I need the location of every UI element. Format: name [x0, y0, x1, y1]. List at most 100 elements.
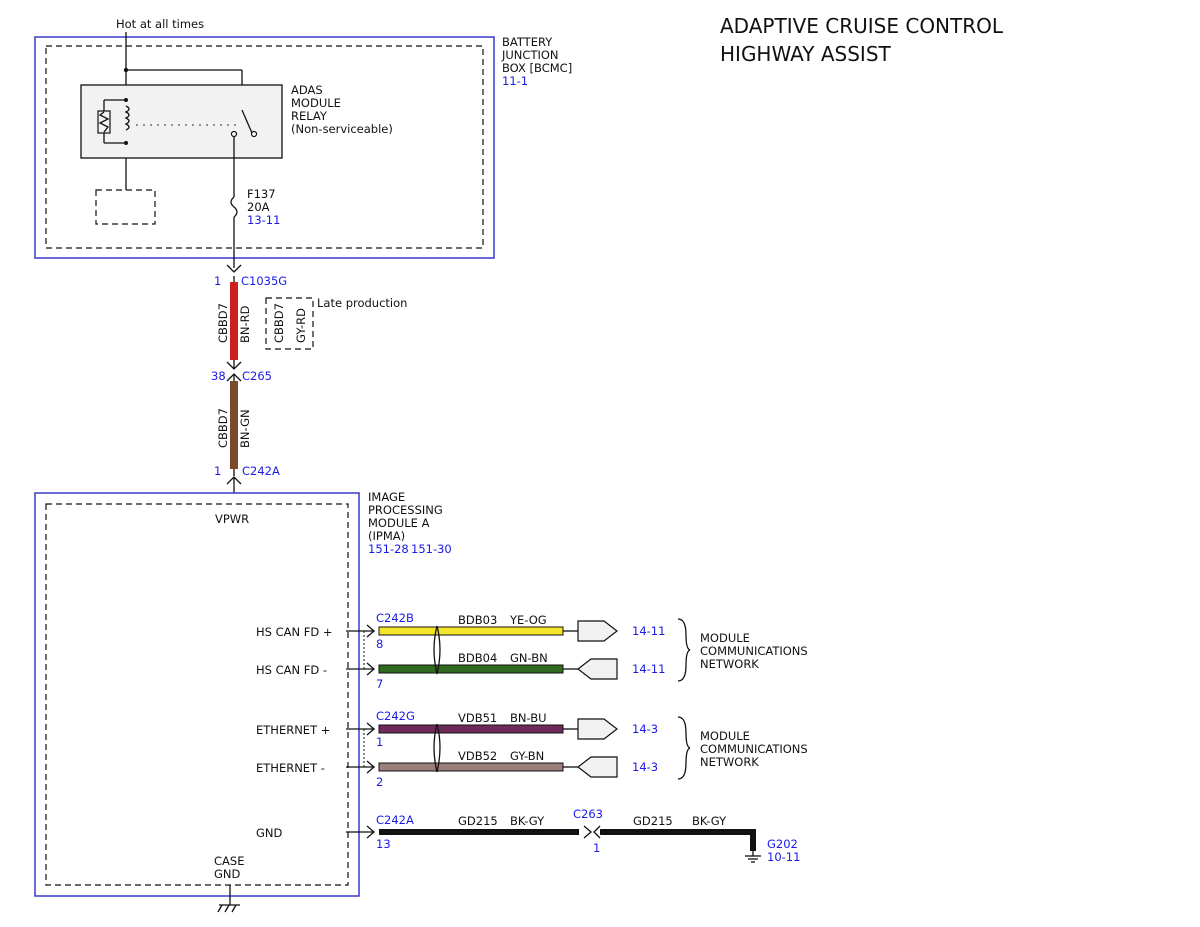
bjb-label-3: BOX [BCMC] [502, 61, 572, 75]
can-w2-color: GN-BN [510, 651, 548, 665]
can-w2-circuit: BDB04 [458, 651, 497, 665]
ground-name[interactable]: G202 [767, 837, 798, 851]
conn3-name[interactable]: C242A [242, 464, 280, 478]
conn3-pin: 1 [214, 464, 221, 478]
relay-label-4: (Non-serviceable) [291, 122, 393, 136]
connector-c242g-minus-icon [366, 760, 375, 774]
eth-wire-minus [378, 762, 564, 772]
connector-c263-female-icon [593, 825, 601, 839]
bjb-ref-link[interactable]: 11-1 [502, 74, 528, 88]
gnd-w1-color: BK-GY [510, 814, 545, 828]
eth-network-label-2: COMMUNICATIONS [700, 742, 808, 756]
conn1-name[interactable]: C1035G [241, 274, 287, 288]
pin-ethernet-minus: ETHERNET - [256, 761, 325, 775]
can-wire-plus [378, 626, 564, 636]
connector-c242b-minus-icon [366, 662, 375, 676]
gnd-w1-circuit: GD215 [458, 814, 498, 828]
connector-c242g-plus-icon [366, 722, 375, 736]
ipma-label-3: MODULE A [368, 516, 430, 530]
late-production-box [265, 297, 314, 350]
can-network-label-3: NETWORK [700, 657, 759, 671]
eth-network-label-1: MODULE [700, 729, 750, 743]
can-w1-color: YE-OG [509, 613, 547, 627]
eth-plus-offpage-arrow-icon[interactable] [577, 718, 618, 740]
eth-minus-offpage-arrow-icon[interactable] [577, 756, 618, 778]
wire1-segment [230, 282, 238, 360]
eth-twisted-pair-icon [433, 723, 441, 773]
can-w2-ref-link[interactable]: 14-11 [632, 662, 665, 676]
ipma-label-1: IMAGE [368, 490, 405, 504]
fuse-id: F137 [247, 187, 276, 201]
relay-coil-icon [97, 98, 130, 145]
pin-gnd: GND [256, 826, 283, 840]
eth-w2-ref-link[interactable]: 14-3 [632, 760, 658, 774]
eth-network-label-3: NETWORK [700, 755, 759, 769]
ipma-outer-box [34, 492, 360, 897]
bjb-label-2: JUNCTION [501, 48, 559, 62]
wire1-circuit: CBBD7 [216, 303, 230, 343]
relay-label-1: ADAS [291, 83, 323, 97]
gnd-wire-2-drop [750, 829, 756, 851]
gnd-conn2-name[interactable]: C263 [573, 807, 603, 821]
can-pin-plus: 8 [376, 637, 383, 651]
can-w1-circuit: BDB03 [458, 613, 497, 627]
ipma-label-2: PROCESSING [368, 503, 443, 517]
ipma-ref-link-1[interactable]: 151-28 [368, 542, 409, 556]
can-twisted-pair-icon [433, 625, 441, 675]
conn2-name[interactable]: C265 [242, 369, 272, 383]
wire2-color: BN-GN [238, 409, 252, 448]
conn2-pin: 38 [211, 369, 226, 383]
eth-pin-minus: 2 [376, 775, 383, 789]
gnd-wire-2 [600, 829, 755, 835]
late-circuit: CBBD7 [272, 303, 286, 343]
case-gnd-label-1: CASE [214, 854, 244, 868]
connector-c1035g-icon [226, 264, 242, 273]
can-brace-icon [677, 618, 691, 682]
can-plus-offpage-arrow-icon[interactable] [577, 620, 618, 642]
eth-w1-circuit: VDB51 [458, 711, 497, 725]
eth-w1-ref-link[interactable]: 14-3 [632, 722, 658, 736]
bjb-label-1: BATTERY [502, 35, 553, 49]
late-production-label: Late production [317, 296, 407, 310]
eth-w2-circuit: VDB52 [458, 749, 497, 763]
placeholder-dashed-box [95, 189, 156, 225]
eth-w1-color: BN-BU [510, 711, 547, 725]
relay-label-2: MODULE [291, 96, 341, 110]
fuse-rating: 20A [247, 200, 270, 214]
gnd-wire-1 [379, 829, 579, 835]
eth-pin-plus: 1 [376, 735, 383, 749]
connector-c242b-plus-icon [366, 624, 375, 638]
relay-label-3: RELAY [291, 109, 328, 123]
gnd-w2-circuit: GD215 [633, 814, 673, 828]
case-gnd-label-2: GND [214, 867, 241, 881]
ipma-inner-box [45, 503, 349, 886]
eth-connector-name[interactable]: C242G [376, 709, 415, 723]
case-ground-icon [217, 885, 240, 913]
late-color: GY-RD [294, 308, 308, 343]
diagram-title-line2: HIGHWAY ASSIST [720, 42, 892, 66]
pin-hscan-plus: HS CAN FD + [256, 625, 333, 639]
can-network-label-2: COMMUNICATIONS [700, 644, 808, 658]
connector-c263-male-icon [583, 825, 592, 839]
can-minus-offpage-arrow-icon[interactable] [577, 658, 618, 680]
pin-ethernet-plus: ETHERNET + [256, 723, 330, 737]
relay-box [80, 84, 283, 159]
ground-ref-link[interactable]: 10-11 [767, 850, 800, 864]
gnd-conn2-pin: 1 [593, 841, 600, 855]
wire1-color: BN-RD [238, 305, 252, 343]
diagram-title-line1: ADAPTIVE CRUISE CONTROL [720, 14, 1004, 38]
ipma-ref-link-2[interactable]: 151-30 [411, 542, 452, 556]
hot-at-all-times-label: Hot at all times [116, 17, 204, 31]
conn1-pin: 1 [214, 274, 221, 288]
eth-wire-plus [378, 724, 564, 734]
pin-hscan-minus: HS CAN FD - [256, 663, 327, 677]
vpwr-pin-label: VPWR [215, 512, 249, 526]
gnd-conn1-name[interactable]: C242A [376, 813, 414, 827]
can-wire-minus [378, 664, 564, 674]
can-w1-ref-link[interactable]: 14-11 [632, 624, 665, 638]
wire2-circuit: CBBD7 [216, 408, 230, 448]
fuse-ref-link[interactable]: 13-11 [247, 213, 280, 227]
can-connector-name[interactable]: C242B [376, 611, 414, 625]
connector-c242a-gnd-icon [366, 825, 375, 839]
